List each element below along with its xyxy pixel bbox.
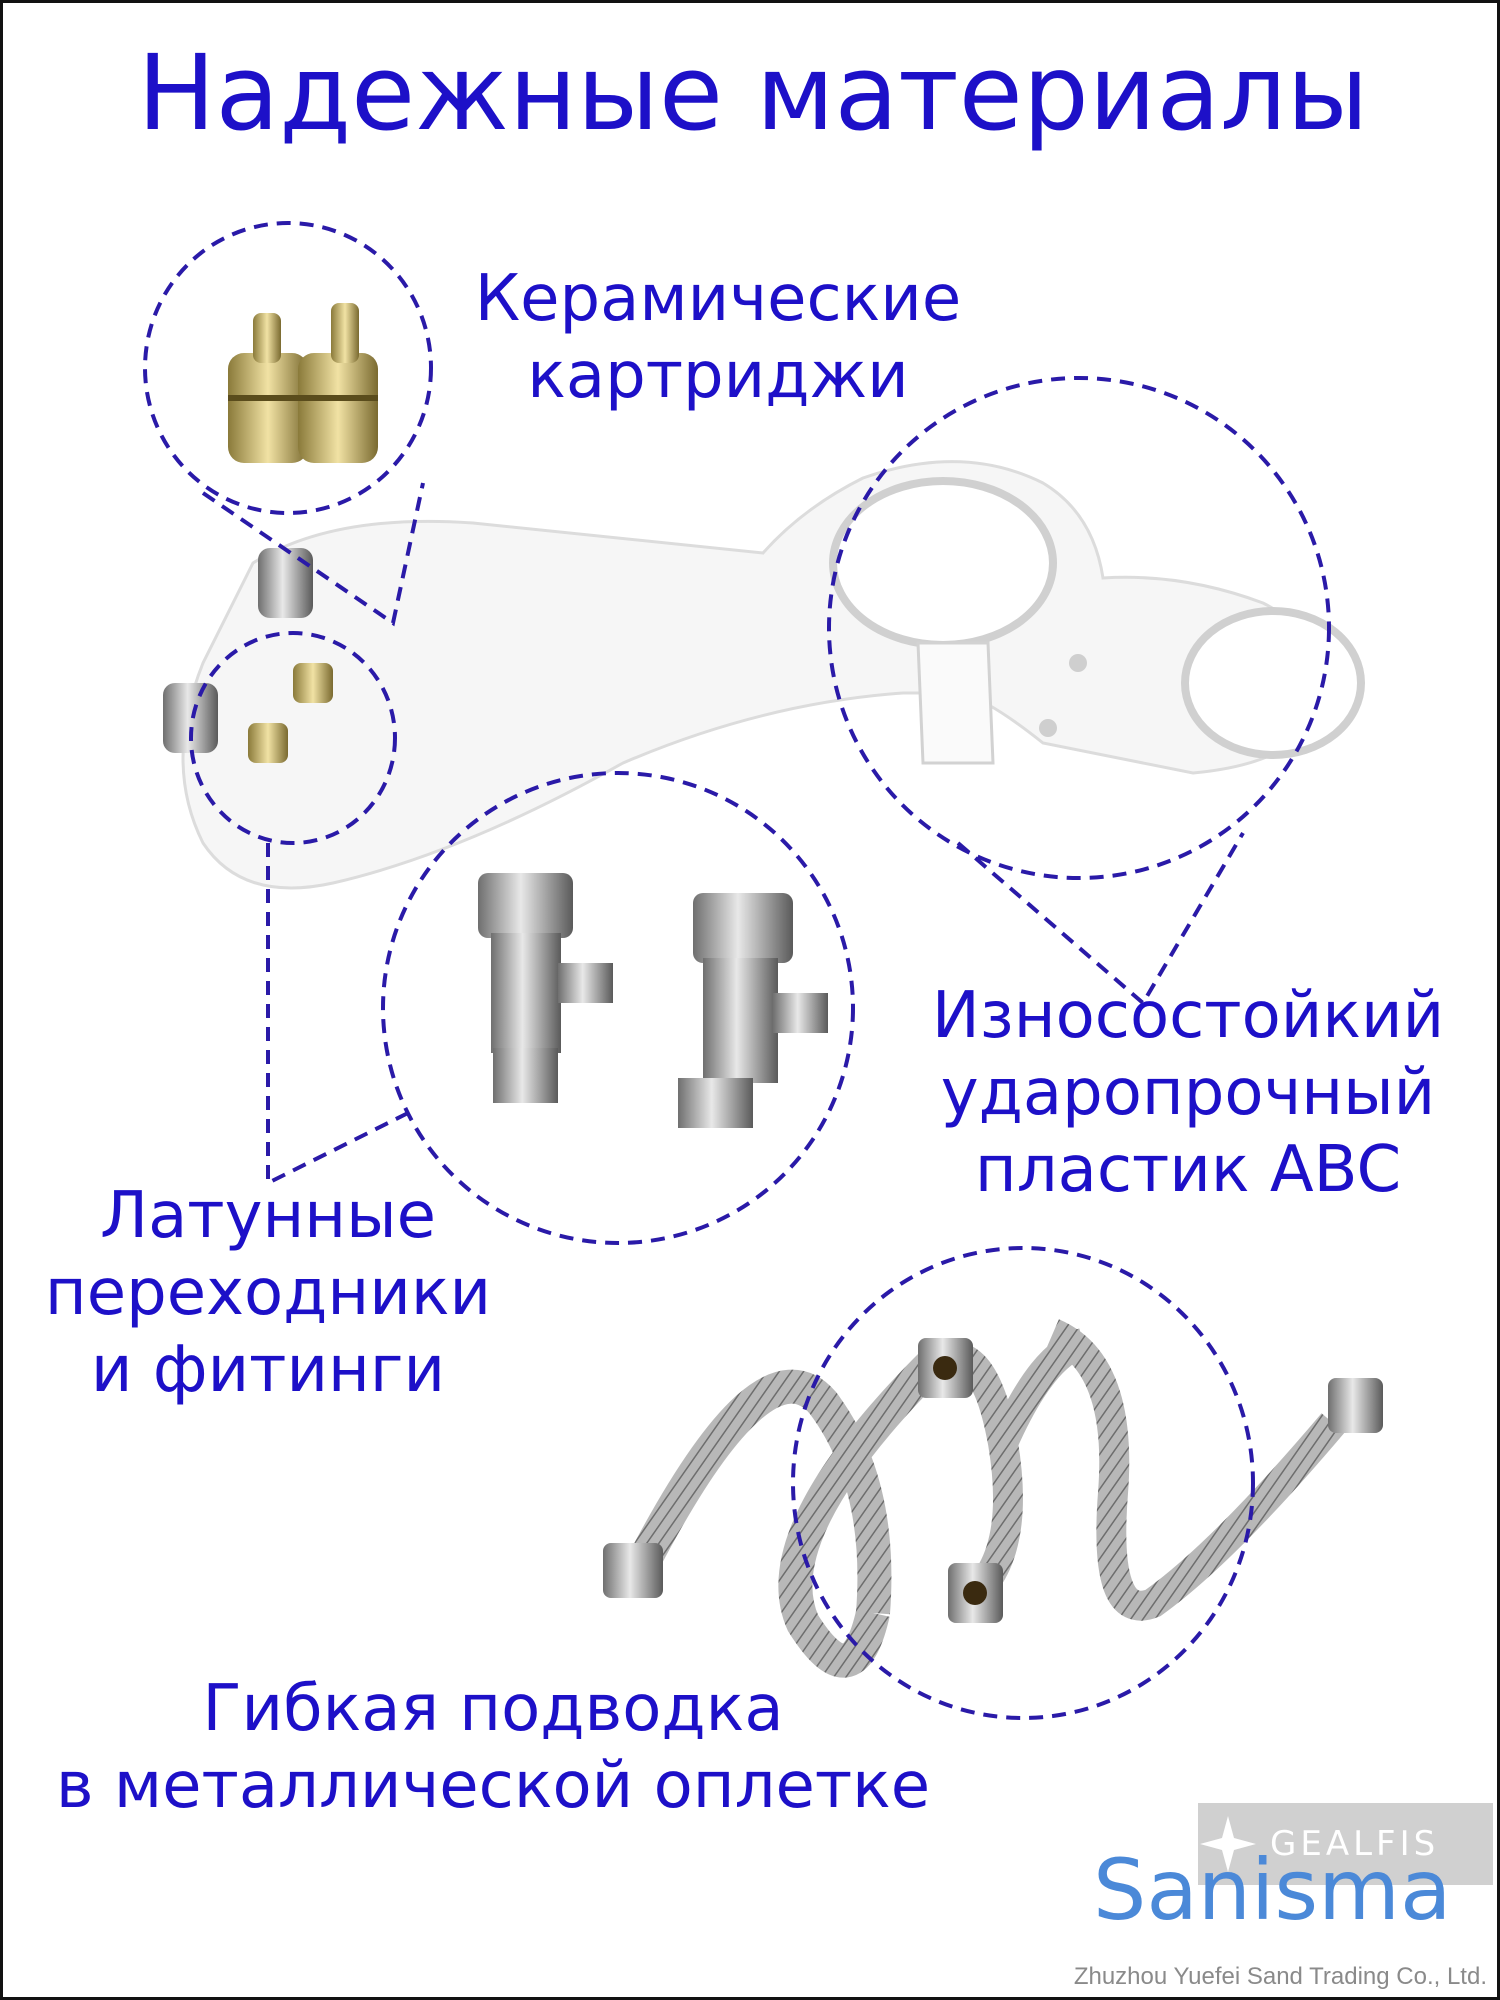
watermark-text: GEALFIS — [1270, 1824, 1440, 1864]
label-line: и фитинги — [90, 1332, 446, 1407]
braided-hose-icon — [603, 1319, 1383, 1678]
label-flexible-hose: Гибкая подводка в металлической оплетке — [23, 1671, 963, 1825]
label-line: Износостойкий — [931, 979, 1445, 1053]
label-line: ударопрочный — [940, 1055, 1436, 1130]
label-line: Гибкая подводка — [202, 1672, 784, 1746]
brass-tee-fitting-icon — [478, 873, 828, 1128]
illustration-layer — [143, 221, 1383, 1720]
gealfis-star-icon — [1200, 1816, 1256, 1872]
brand-logo: Sanisma — [1093, 1841, 1452, 1939]
label-line: картриджи — [527, 338, 909, 413]
label-line: в металлической оплетке — [55, 1748, 931, 1823]
label-brass-fittings: Латунные переходники и фитинги — [33, 1178, 503, 1408]
company-name: Zhuzhou Yuefei Sand Trading Co., Ltd. — [1073, 1963, 1487, 1990]
label-line: Керамические — [474, 262, 962, 336]
watermark: GEALFIS — [1198, 1803, 1493, 1885]
page-title: Надежные материалы — [137, 32, 1369, 154]
label-line: пластик ABC — [974, 1132, 1402, 1207]
label-line: переходники — [44, 1255, 492, 1330]
callout-lines — [143, 221, 1331, 1720]
ceramic-cartridge-icon — [228, 303, 378, 463]
bidet-attachment-icon — [163, 460, 1365, 890]
label-ceramic-cartridges: Керамические картриджи — [458, 261, 978, 415]
label-abs-plastic: Износостойкий ударопрочный пластик ABC — [908, 978, 1468, 1208]
label-line: Латунные — [99, 1179, 437, 1253]
